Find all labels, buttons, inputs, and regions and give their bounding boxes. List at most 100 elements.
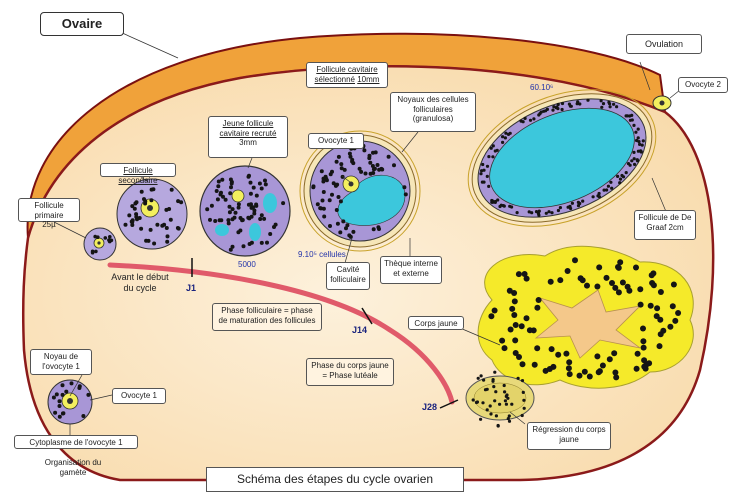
cell-nucleus (359, 169, 364, 174)
theque-label: Thèque interne et externe (384, 259, 438, 278)
cell-nucleus (233, 210, 238, 215)
cell-nucleus (321, 176, 326, 181)
cell-nucleus (566, 371, 573, 378)
cell-nucleus (318, 206, 323, 211)
cell-nucleus (96, 235, 100, 239)
secondary-follicle (116, 178, 188, 250)
graafian-follicle (467, 89, 657, 227)
cell-nucleus (520, 379, 525, 383)
cell-nucleus (577, 275, 584, 282)
cell-nucleus (57, 404, 62, 408)
cell-nucleus (504, 402, 508, 406)
cell-nucleus (488, 404, 492, 408)
cell-nucleus (612, 284, 619, 291)
cell-nucleus (619, 279, 626, 286)
cell-nucleus (219, 218, 224, 223)
cell-nucleus (363, 171, 368, 176)
cell-nucleus (616, 174, 620, 178)
cell-nucleus (542, 109, 546, 113)
cell-nucleus (510, 205, 514, 209)
cell-nucleus (219, 190, 223, 195)
cell-nucleus (505, 393, 509, 397)
cell-nucleus (485, 174, 489, 178)
cell-nucleus (507, 414, 511, 418)
cell-nucleus (368, 171, 373, 176)
cell-nucleus (130, 218, 135, 223)
cell-nucleus (521, 390, 525, 394)
cell-nucleus (521, 120, 525, 124)
cell-nucleus (372, 166, 377, 171)
cell-nucleus (77, 384, 82, 389)
cell-nucleus (626, 162, 631, 166)
cell-nucleus (510, 402, 514, 406)
cell-nucleus (165, 234, 170, 239)
cell-nucleus (503, 399, 507, 403)
cell-nucleus (214, 189, 219, 193)
cell-nucleus (555, 351, 562, 358)
cell-nucleus (633, 365, 640, 372)
ovary-pointer (119, 31, 179, 59)
cell-nucleus (502, 383, 506, 388)
cell-nucleus (142, 197, 146, 202)
cell-nucleus (263, 182, 268, 187)
cell-nucleus (496, 424, 500, 428)
cell-nucleus (230, 244, 235, 249)
cell-nucleus (134, 200, 139, 205)
cell-nucleus (487, 155, 491, 159)
cell-nucleus (632, 123, 636, 127)
cell-nucleus (60, 392, 65, 397)
cell-nucleus (336, 195, 341, 199)
cell-nucleus (578, 102, 582, 106)
cell-nucleus (503, 390, 507, 394)
ovary-label: Ovaire (40, 12, 124, 36)
cell-nucleus (249, 240, 254, 245)
cell-nucleus (607, 100, 611, 104)
j14-tick (361, 307, 373, 325)
cell-nucleus (132, 206, 137, 211)
cell-nucleus (570, 201, 575, 205)
cell-nucleus (527, 210, 531, 214)
cell-nucleus (640, 344, 647, 351)
cell-nucleus (516, 354, 522, 360)
cell-nucleus (216, 179, 221, 184)
cell-nucleus (501, 135, 505, 139)
cell-nucleus (670, 281, 677, 288)
organisation-label: Organisation du gamète (44, 458, 102, 477)
cell-nucleus (602, 188, 606, 192)
cell-nucleus (81, 414, 86, 418)
cell-nucleus (272, 225, 276, 229)
cell-nucleus (64, 389, 69, 394)
cell-nucleus (338, 230, 343, 235)
cell-nucleus (208, 217, 212, 222)
cell-nucleus (339, 162, 344, 167)
cell-nucleus (586, 373, 593, 380)
noyaux-cellules-label: Noyaux des cellules folliculaires (granu… (397, 95, 469, 124)
cell-nucleus (499, 203, 503, 207)
cell-nucleus (228, 191, 233, 196)
primary-follicle (83, 227, 117, 261)
phase-luteale-box: Phase du corps jaune = Phase lutéale (306, 358, 394, 386)
cell-nucleus (576, 372, 583, 379)
follicule-graaf-box: Follicule de De Graaf 2cm (634, 210, 696, 240)
cell-nucleus (558, 206, 563, 210)
cell-nucleus (108, 235, 112, 239)
cell-nucleus (496, 198, 500, 202)
cell-nucleus (509, 305, 516, 312)
cell-nucleus (348, 154, 353, 159)
cell-nucleus (615, 264, 622, 271)
cell-nucleus (630, 113, 634, 117)
follicule-selectionne-label: Follicule cavitaire sélectionné (314, 65, 378, 84)
ovocyte1-bottom-box: Ovocyte 1 (112, 388, 166, 404)
cell-nucleus (490, 200, 494, 204)
cell-nucleus (563, 350, 570, 357)
cell-nucleus (519, 361, 526, 368)
cell-nucleus (481, 401, 485, 405)
cell-nucleus (634, 130, 638, 134)
ovocyte2-box: Ovocyte 2 (678, 77, 728, 93)
cell-nucleus (606, 356, 613, 363)
cell-nucleus (476, 376, 480, 380)
cell-nucleus (636, 149, 641, 153)
cell-nucleus (226, 221, 231, 226)
follicule-primaire-label: Follicule primaire (34, 201, 64, 220)
